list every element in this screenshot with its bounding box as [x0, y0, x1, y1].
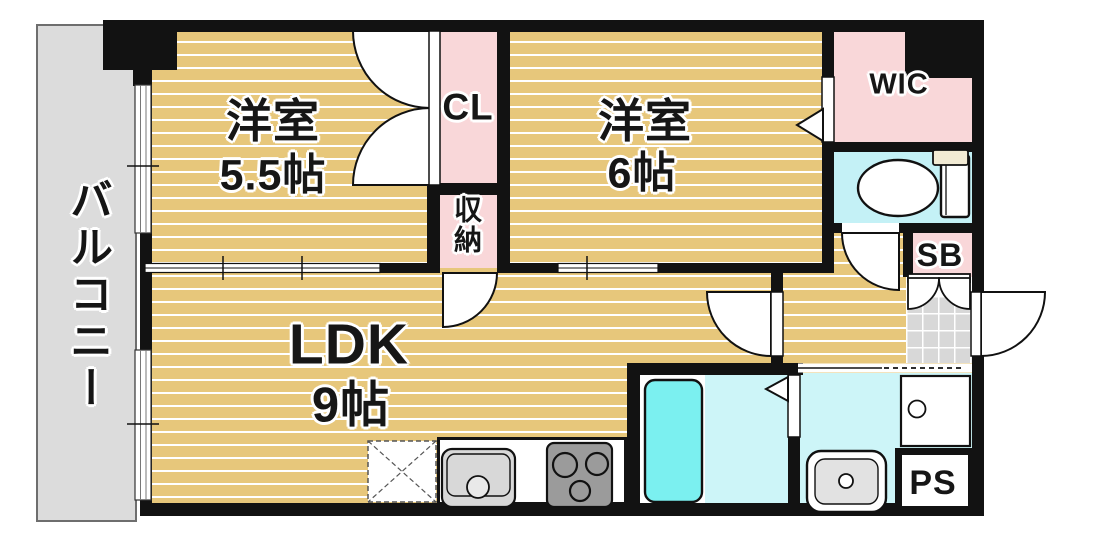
storage-label: 収納	[451, 195, 482, 255]
pillar-top-right	[905, 20, 984, 78]
shoe-box-area	[908, 233, 972, 277]
entrance-tile	[906, 296, 972, 363]
wall-ldk-hall	[771, 273, 783, 363]
entrance-opening	[972, 292, 984, 356]
wall-bottom	[140, 503, 984, 516]
wall-top	[140, 20, 984, 32]
wall-bath-washroom	[788, 373, 800, 503]
pipe-space-box	[895, 448, 975, 513]
wall-closet-right	[497, 30, 510, 273]
wall-toilet-south	[834, 223, 972, 233]
kitchen-counter	[437, 437, 627, 505]
wic-area-lower	[834, 78, 972, 142]
wic-label: WIC	[869, 68, 929, 101]
room-west-size-label: 5.5帖	[219, 151, 327, 200]
bathroom-floor	[705, 375, 788, 503]
wall-wic-toilet	[834, 142, 972, 152]
room-east-name-label: 洋室	[598, 95, 692, 147]
entrance-door-swing-zone	[906, 277, 972, 296]
closet-label: CL	[442, 86, 494, 128]
room-east-size-label: 6帖	[607, 149, 677, 198]
closet-area	[440, 30, 497, 183]
wall-shoebox-left	[903, 233, 913, 277]
wall-right	[972, 20, 984, 516]
toilet-doorway	[842, 223, 899, 233]
wall-room-east-south	[503, 263, 834, 273]
wall-bath-left	[627, 368, 640, 505]
balcony-label: バルコニー	[63, 177, 112, 413]
ldk-size-label: 9帖	[311, 378, 391, 433]
pipe-space-label: PS	[909, 464, 957, 502]
toilet-room	[834, 152, 972, 223]
wall-room-west-south	[140, 263, 437, 273]
balcony-area	[36, 24, 137, 522]
shoe-box-label: SB	[916, 237, 964, 273]
pillar-top-left-stub	[133, 70, 145, 86]
pillar-top-left	[103, 20, 177, 70]
room-west-name-label: 洋室	[226, 95, 320, 147]
wall-closet-divider	[427, 183, 497, 195]
wall-bath-top	[627, 363, 803, 375]
wic-area-upper	[834, 30, 905, 78]
storage-area	[440, 195, 497, 268]
ldk-name-label: LDK	[288, 312, 410, 377]
wall-storage-left	[427, 183, 440, 273]
wall-room-east-right	[822, 30, 834, 273]
